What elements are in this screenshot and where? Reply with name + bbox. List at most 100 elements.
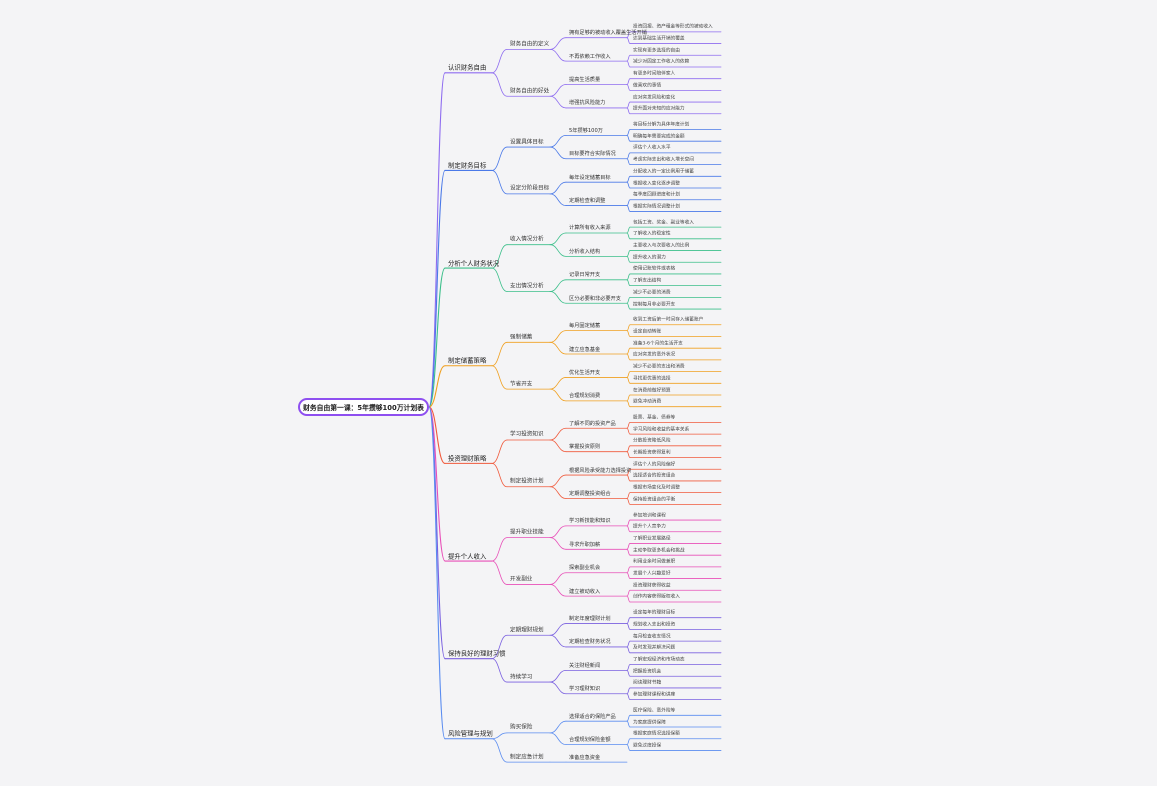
mindmap-node-level-4[interactable]: 分散投资降低风险 <box>633 438 671 444</box>
mindmap-node-level-3[interactable]: 5年攒够100万 <box>569 127 603 134</box>
mindmap-node-level-4[interactable]: 设定每年的理财目标 <box>633 610 676 616</box>
mindmap-node-level-3[interactable]: 了解不同的投资产品 <box>569 420 616 427</box>
mindmap-node-level-4[interactable]: 根据实际情况调整计划 <box>633 204 680 210</box>
mindmap-node-level-4[interactable]: 明确每年需要完成的金额 <box>633 133 685 139</box>
mindmap-node-level-3[interactable]: 建立被动收入 <box>569 588 601 595</box>
mindmap-node-level-4[interactable]: 保持投资组合的平衡 <box>633 497 676 503</box>
mindmap-node-level-4[interactable]: 学习风险和收益的基本关系 <box>633 426 690 432</box>
mindmap-node-level-4[interactable]: 长期投资获得复利 <box>633 450 671 456</box>
mindmap-node-level-4[interactable]: 规划收入支出和投资 <box>633 622 676 628</box>
mindmap-node-level-4[interactable]: 每季度回顾进度和计划 <box>633 192 680 198</box>
mindmap-node-level-4[interactable]: 包括工资、奖金、副业等收入 <box>633 219 694 225</box>
mindmap-node-level-4[interactable]: 评估个人收入水平 <box>633 145 671 151</box>
mindmap-node-level-4[interactable]: 设定自动转账 <box>633 329 662 335</box>
mindmap-node-level-4[interactable]: 主动争取更多机会和挑战 <box>633 547 685 553</box>
mindmap-node-level-2[interactable]: 支出情况分析 <box>510 283 544 290</box>
mindmap-node-level-4[interactable]: 及时发现并解决问题 <box>633 645 676 651</box>
mindmap-node-level-4[interactable]: 减少对固定工作收入的依赖 <box>633 59 690 65</box>
mindmap-node-level-4[interactable]: 根据收入变化逐步调整 <box>633 180 680 186</box>
mindmap-node-level-2[interactable]: 定期理财规划 <box>510 627 544 634</box>
mindmap-node-level-3[interactable]: 选择适合的保险产品 <box>569 713 616 720</box>
mindmap-node-level-3[interactable]: 定期检查和调整 <box>569 197 606 204</box>
mindmap-node-level-4[interactable]: 做喜欢的事情 <box>633 83 662 89</box>
mindmap-node-level-4[interactable]: 投资理财获得收益 <box>633 583 671 589</box>
mindmap-node-level-3[interactable]: 目标要符合实际情况 <box>569 151 616 158</box>
mindmap-node-level-4[interactable]: 准备3-6个月的生活开支 <box>633 340 683 346</box>
mindmap-node-level-4[interactable]: 提升个人竞争力 <box>633 524 666 530</box>
mindmap-node-level-1[interactable]: 风险管理与规划 <box>448 729 493 738</box>
mindmap-node-level-2[interactable]: 持续学习 <box>510 673 533 680</box>
mindmap-node-level-3[interactable]: 学习新技能和知识 <box>569 518 611 525</box>
mindmap-node-level-4[interactable]: 控制每月非必要开支 <box>633 301 676 307</box>
mindmap-node-level-3[interactable]: 探索副业机会 <box>569 565 601 572</box>
mindmap-node-level-3[interactable]: 不再依赖工作收入 <box>569 53 611 60</box>
mindmap-node-level-4[interactable]: 利用业余时间做兼职 <box>633 559 676 565</box>
mindmap-node-level-2[interactable]: 制定应急计划 <box>510 754 544 761</box>
mindmap-node-level-1[interactable]: 制定储蓄策略 <box>448 356 487 365</box>
mindmap-node-level-2[interactable]: 设置具体目标 <box>510 138 544 145</box>
mindmap-node-level-4[interactable]: 了解宏观经济和市场动态 <box>633 657 685 663</box>
mindmap-node-level-4[interactable]: 避免过度投保 <box>633 743 662 749</box>
mindmap-node-level-2[interactable]: 财务自由的好处 <box>510 88 550 95</box>
mindmap-node-level-4[interactable]: 达到基础生活开销的覆盖 <box>633 36 685 42</box>
mindmap-node-level-4[interactable]: 减少不必要的支出和消费 <box>633 364 685 370</box>
mindmap-node-level-4[interactable]: 实现有更多选择的自由 <box>633 48 680 54</box>
mindmap-node-level-4[interactable]: 收到工资后第一时间存入储蓄账户 <box>633 317 704 323</box>
mindmap-node-level-2[interactable]: 节省开支 <box>510 381 533 388</box>
mindmap-node-level-4[interactable]: 应对突发的意外状况 <box>633 352 676 358</box>
mindmap-node-level-1[interactable]: 制定财务目标 <box>448 161 487 170</box>
mindmap-node-level-3[interactable]: 增强抗风险能力 <box>569 100 606 107</box>
mindmap-node-level-1[interactable]: 投资理财策略 <box>448 454 487 463</box>
root-node[interactable]: 财务自由第一课：5年攒够100万计划表 <box>298 398 429 416</box>
mindmap-node-level-2[interactable]: 学习投资知识 <box>510 431 544 438</box>
mindmap-node-level-4[interactable]: 投资回报、资产租金等形式的被动收入 <box>633 24 713 30</box>
mindmap-node-level-3[interactable]: 每月固定储蓄 <box>569 322 601 329</box>
mindmap-node-level-4[interactable]: 在消费前做好预算 <box>633 387 671 393</box>
mindmap-node-level-4[interactable]: 了解职业发展路径 <box>633 536 671 542</box>
mindmap-node-level-3[interactable]: 定期调整投资组合 <box>569 490 611 497</box>
mindmap-node-level-4[interactable]: 减少不必要的消费 <box>633 290 671 296</box>
mindmap-node-level-2[interactable]: 开发副业 <box>510 576 533 583</box>
mindmap-node-level-3[interactable]: 关注财经新闻 <box>569 662 601 669</box>
mindmap-node-level-4[interactable]: 考虑实际支出和收入增长空间 <box>633 157 694 163</box>
mindmap-node-level-4[interactable]: 了解收入的稳定性 <box>633 231 671 237</box>
mindmap-node-level-3[interactable]: 分析收入结构 <box>569 248 601 255</box>
mindmap-node-level-2[interactable]: 制定投资计划 <box>510 478 544 485</box>
mindmap-node-level-4[interactable]: 有更多时间陪伴家人 <box>633 71 676 77</box>
mindmap-node-level-3[interactable]: 每年设定储蓄目标 <box>569 174 611 181</box>
mindmap-node-level-4[interactable]: 参加培训和课程 <box>633 512 666 518</box>
mindmap-node-level-2[interactable]: 设定分阶段目标 <box>510 185 550 192</box>
mindmap-node-level-4[interactable]: 发展个人兴趣爱好 <box>633 571 671 577</box>
mindmap-node-level-3[interactable]: 建立应急基金 <box>569 346 601 353</box>
mindmap-node-level-4[interactable]: 为家庭提供保障 <box>633 719 666 725</box>
mindmap-node-level-3[interactable]: 掌握投资原则 <box>569 443 601 450</box>
mindmap-node-level-3[interactable]: 记录日常开支 <box>569 272 601 279</box>
mindmap-node-level-1[interactable]: 认识财务自由 <box>448 63 487 72</box>
mindmap-node-level-2[interactable]: 购买保险 <box>510 724 533 731</box>
mindmap-node-level-4[interactable]: 根据市场变化及时调整 <box>633 485 680 491</box>
mindmap-node-level-4[interactable]: 使用记账软件或表格 <box>633 266 676 272</box>
mindmap-node-level-4[interactable]: 提升面对未知的应对能力 <box>633 106 685 112</box>
mindmap-node-level-4[interactable]: 了解支出结构 <box>633 278 662 284</box>
mindmap-node-level-2[interactable]: 提升职业技能 <box>510 529 544 536</box>
mindmap-node-level-2[interactable]: 财务自由的定义 <box>510 41 550 48</box>
mindmap-node-level-4[interactable]: 避免冲动消费 <box>633 399 662 405</box>
mindmap-node-level-3[interactable]: 拥有足够的被动收入覆盖生活开销 <box>569 30 647 36</box>
mindmap-node-level-3[interactable]: 寻求升职加薪 <box>569 541 601 548</box>
mindmap-node-level-1[interactable]: 保持良好的理财习惯 <box>448 649 506 658</box>
mindmap-node-level-4[interactable]: 将目标分解为具体年度计划 <box>633 122 690 128</box>
mindmap-node-level-3[interactable]: 提高生活质量 <box>569 76 601 83</box>
mindmap-node-level-4[interactable]: 每月检查收支情况 <box>633 633 671 639</box>
mindmap-node-level-4[interactable]: 阅读理财书籍 <box>633 680 662 686</box>
mindmap-node-level-3[interactable]: 合理规划保险金额 <box>569 736 611 743</box>
mindmap-node-level-4[interactable]: 创作内容获得版权收入 <box>633 594 680 600</box>
mindmap-node-level-3[interactable]: 计算所有收入来源 <box>569 225 611 232</box>
mindmap-node-level-4[interactable]: 根据家庭情况选择保额 <box>633 731 680 737</box>
mindmap-node-level-4[interactable]: 把握投资机会 <box>633 669 662 674</box>
mindmap-node-level-1[interactable]: 提升个人收入 <box>448 552 487 561</box>
mindmap-node-level-3[interactable]: 优化生活开支 <box>569 369 601 376</box>
mindmap-node-level-4[interactable]: 参加理财课程和讲座 <box>633 692 676 698</box>
mindmap-node-level-4[interactable]: 寻找更优惠的选择 <box>633 376 671 382</box>
mindmap-node-level-1[interactable]: 分析个人财务状况 <box>448 259 500 268</box>
mindmap-node-level-3[interactable]: 合理规划消费 <box>569 393 601 400</box>
